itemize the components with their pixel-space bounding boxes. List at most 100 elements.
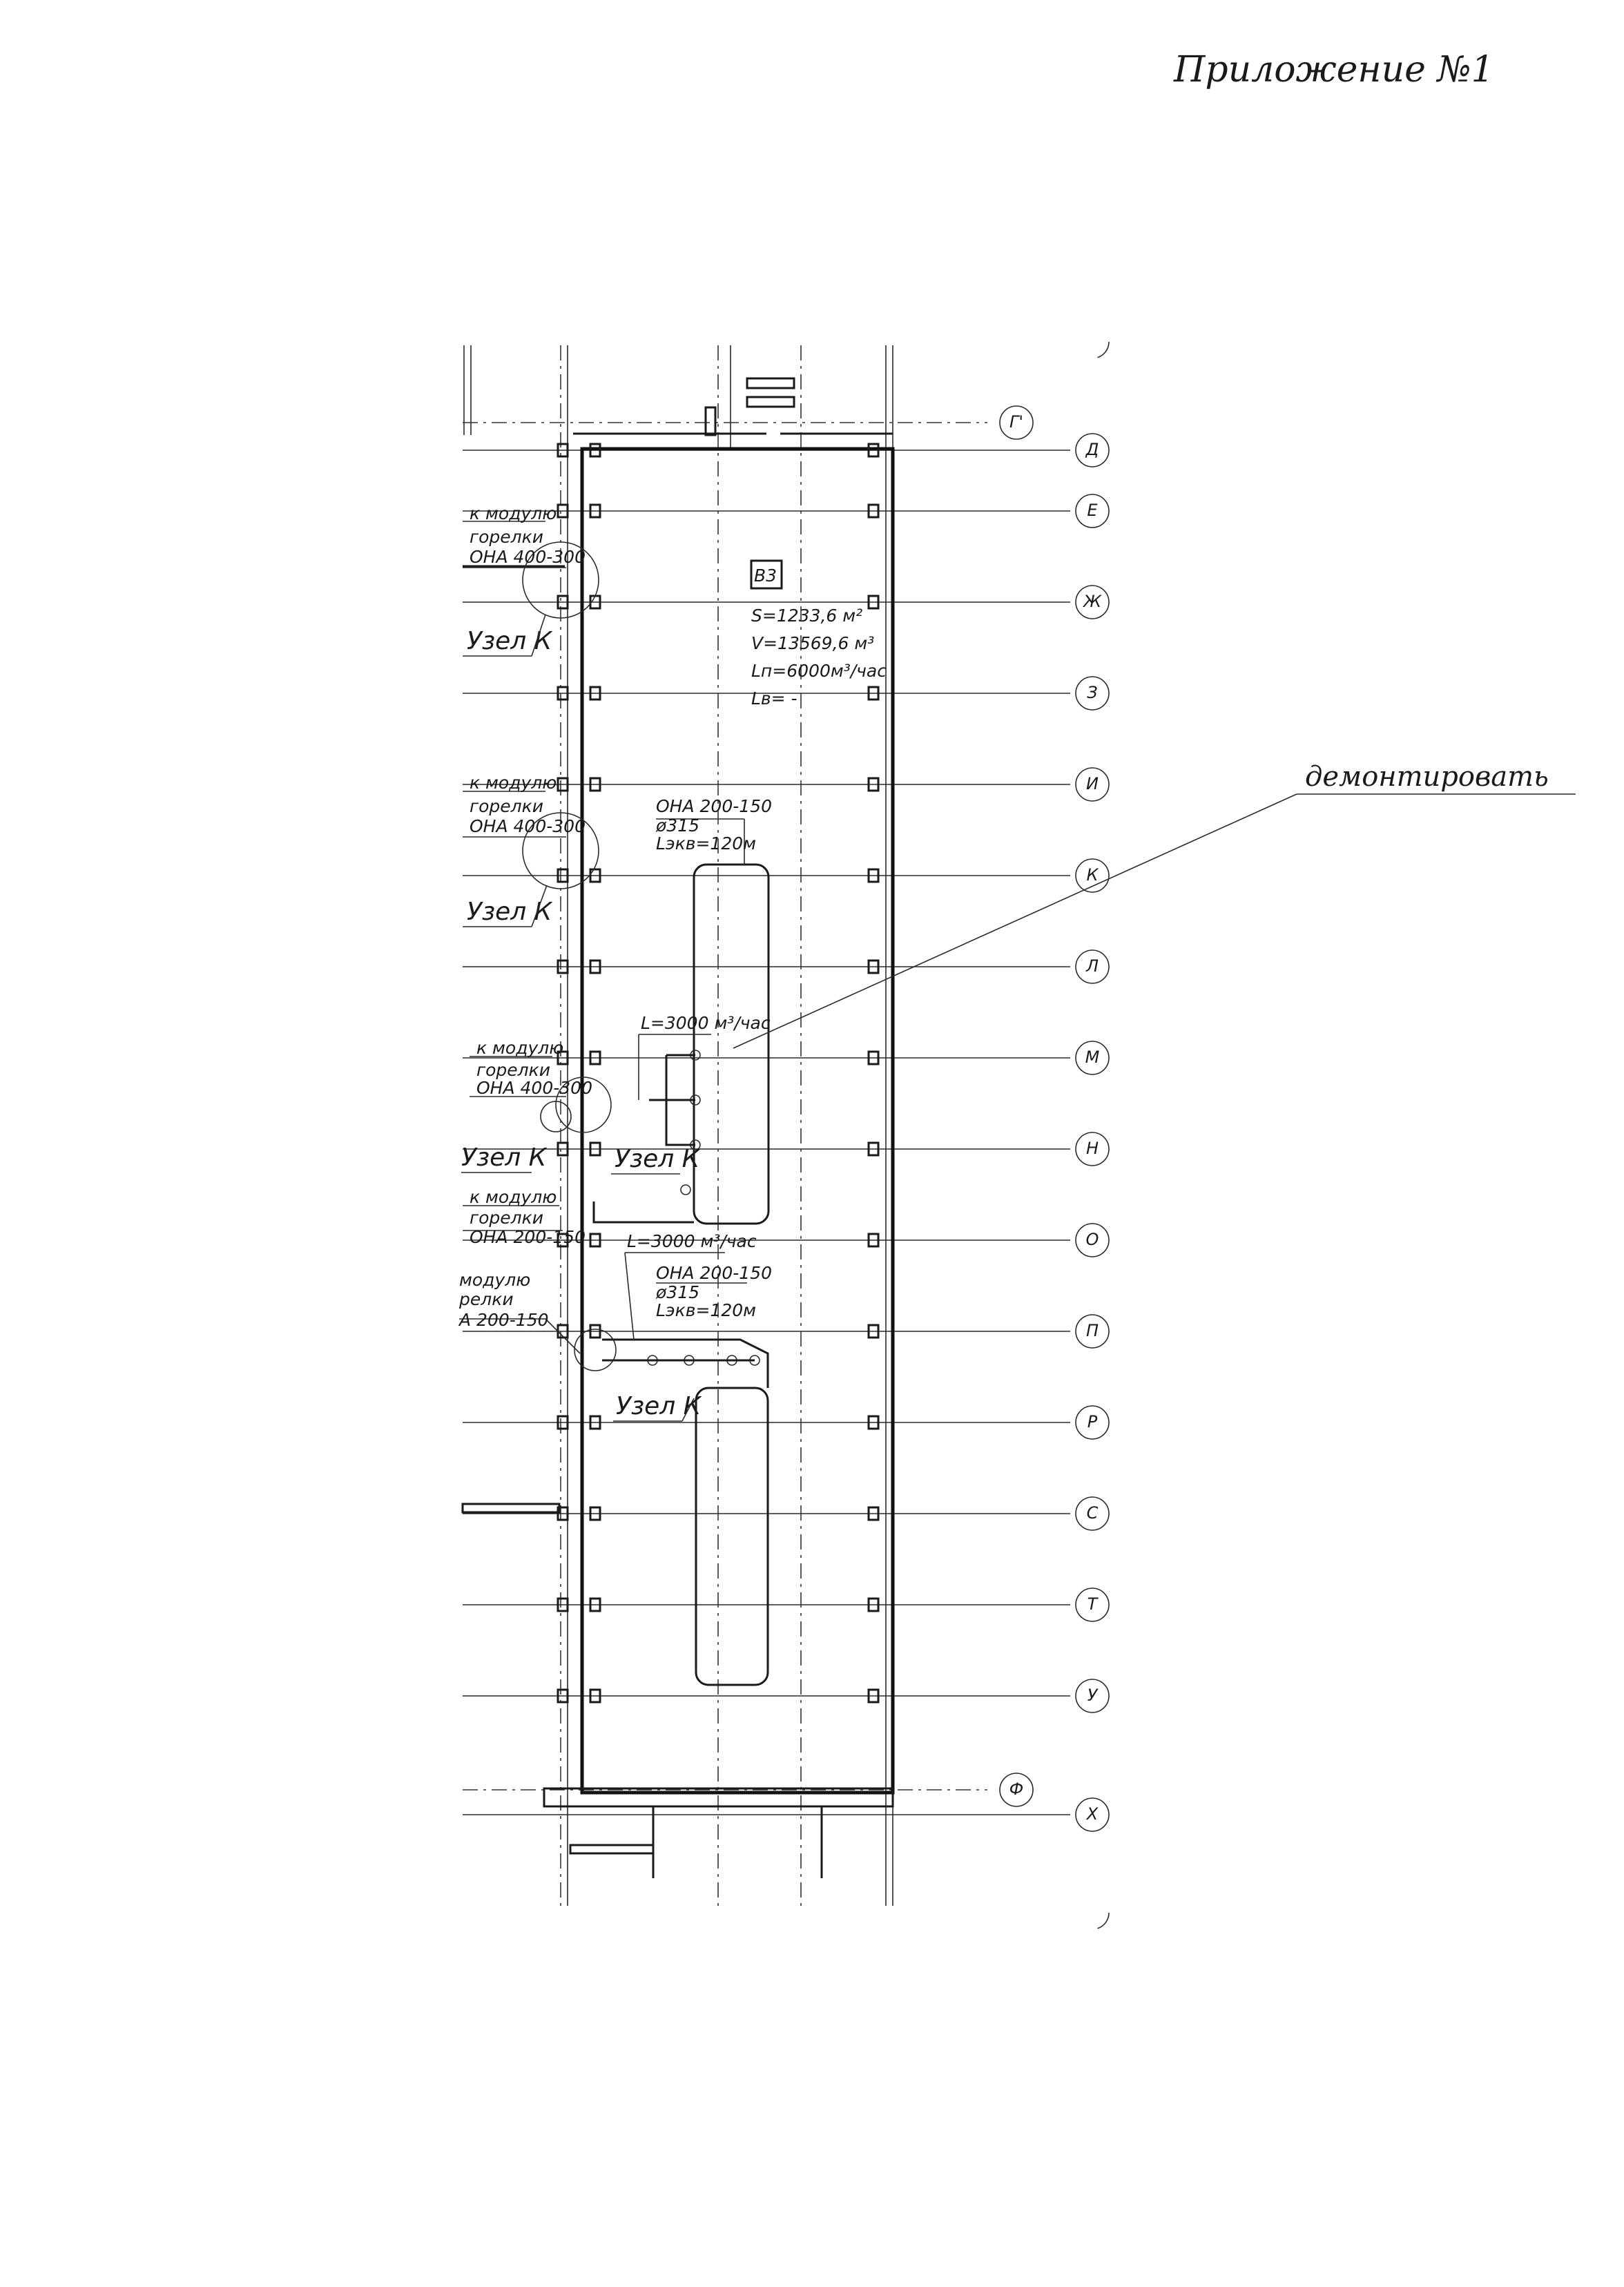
module-note-5: модулю релки А 200-150 Узел К: [458, 1270, 702, 1422]
svg-text:Узел К: Узел К: [615, 1145, 701, 1173]
svg-text:к модулю: к модулю: [470, 503, 557, 523]
column-stubs: [557, 443, 880, 1704]
svg-text:релки: релки: [458, 1289, 514, 1309]
axis-bubble: [1075, 1496, 1110, 1531]
axis-label: Р: [1088, 1412, 1098, 1431]
column-stub: [589, 1324, 601, 1339]
svg-text:Lэкв=120м: Lэкв=120м: [656, 1300, 756, 1320]
duct-run-1: [592, 863, 770, 1225]
column-stub: [867, 1050, 880, 1065]
column-stub: [557, 777, 569, 792]
module-note-4: к модулю горелки ОНА 200-150: [463, 1187, 586, 1247]
axis-label: У: [1088, 1686, 1099, 1705]
column-stub: [589, 503, 601, 519]
axis-bubble: [999, 1773, 1034, 1807]
axis-bubble-partial: [1075, 1895, 1110, 1930]
svg-text:Lэкв=120м: Lэкв=120м: [656, 833, 756, 853]
svg-text:ОНА 200-150: ОНА 200-150: [470, 1227, 586, 1247]
svg-text:Узел К: Узел К: [616, 1392, 702, 1420]
column-stub: [867, 595, 880, 610]
column-stub: [589, 1415, 601, 1430]
axis-label: П: [1086, 1321, 1099, 1340]
column-stub: [589, 686, 601, 701]
axis-label: К: [1086, 865, 1099, 885]
axis-bubble: [1075, 585, 1110, 619]
axis-bubble: [1075, 949, 1110, 984]
axis-label: Ж: [1082, 592, 1102, 611]
module-note-2: к модулю горелки ОНА 400-300 Узел К: [463, 773, 586, 927]
column-stub: [557, 686, 569, 701]
axis-bubble: [1075, 1314, 1110, 1349]
svg-text:горелки: горелки: [470, 796, 543, 816]
column-stub: [867, 1415, 880, 1430]
room-supply: Lп=6000м³/час: [751, 661, 887, 681]
column-stub: [557, 1415, 569, 1430]
svg-text:к модулю: к модулю: [476, 1038, 563, 1058]
axis-bubble: [1075, 1132, 1110, 1166]
axis-lines: [463, 422, 1070, 1815]
svg-text:горелки: горелки: [476, 1060, 550, 1080]
module-note-1: к модулю горелки ОНА 400-300 Узел К: [463, 503, 586, 657]
column-stub: [589, 868, 601, 883]
node-circles: [522, 541, 617, 1371]
column-stub: [557, 1233, 569, 1248]
svg-text:Узел К: Узел К: [461, 1144, 548, 1172]
axis-bubble: [1075, 767, 1110, 802]
column-stub: [557, 1141, 569, 1157]
axis-label: И: [1086, 774, 1099, 793]
room-area: S=1233,6 м²: [751, 606, 862, 626]
svg-text:А 200-150: А 200-150: [458, 1310, 549, 1330]
duct-note-2: ОНА 200-150 ø315 Lэкв=120м: [655, 1263, 772, 1320]
demolish-note: демонтировать: [733, 761, 1576, 1049]
duct-note-1: ОНА 200-150 ø315 Lэкв=120м: [655, 796, 772, 865]
column-stub: [589, 1597, 601, 1612]
column-stub: [867, 1506, 880, 1521]
column-stub: [589, 1506, 601, 1521]
axis-label: Л: [1085, 956, 1099, 976]
svg-text:ø315: ø315: [655, 816, 699, 836]
svg-text:ОНА 400-300: ОНА 400-300: [476, 1078, 592, 1098]
column-stub: [557, 503, 569, 519]
column-stub: [557, 1597, 569, 1612]
axis-label: Х: [1085, 1804, 1099, 1824]
column-stub: [589, 1688, 601, 1704]
axis-bubble: [1075, 1797, 1110, 1832]
axis-bubble: [1075, 1405, 1110, 1440]
axis-bubble: [1075, 676, 1110, 711]
column-stub: [589, 1233, 601, 1248]
column-stub: [867, 1597, 880, 1612]
axis-label: Д: [1085, 440, 1099, 459]
svg-text:ОНА 200-150: ОНА 200-150: [656, 796, 772, 816]
axis-bubble: [999, 405, 1034, 440]
axis-label: Е: [1087, 501, 1098, 520]
axis-bubble: [1075, 1041, 1110, 1075]
room-exhaust: Lв= -: [751, 688, 798, 708]
svg-text:L=3000 м³/час: L=3000 м³/час: [641, 1013, 771, 1033]
column-stub: [867, 1324, 880, 1339]
column-stub: [557, 868, 569, 883]
svg-text:горелки: горелки: [470, 1208, 543, 1228]
column-stub: [557, 1050, 569, 1065]
column-stub: [589, 443, 601, 458]
svg-text:к модулю: к модулю: [470, 1187, 557, 1207]
column-stub: [589, 959, 601, 974]
flow-note-2: L=3000 м³/час: [624, 1231, 757, 1340]
duct-run-2: [602, 1338, 769, 1686]
axis-label: З: [1087, 683, 1097, 702]
axis-label: Т: [1088, 1594, 1099, 1614]
column-stub: [867, 1141, 880, 1157]
svg-text:модулю: модулю: [459, 1270, 530, 1290]
demolish-text: демонтировать: [1305, 761, 1549, 793]
column-stub: [867, 868, 880, 883]
column-stub: [867, 503, 880, 519]
svg-text:ОНА 200-150: ОНА 200-150: [656, 1263, 772, 1283]
svg-text:ОНА 400-300: ОНА 400-300: [470, 816, 586, 836]
axis-bubble: [1075, 1679, 1110, 1713]
axis-label: О: [1086, 1230, 1099, 1249]
axis-bubble: [1075, 433, 1110, 467]
room-volume: V=13569,6 м³: [751, 633, 874, 653]
axis-bubble: [1075, 858, 1110, 893]
